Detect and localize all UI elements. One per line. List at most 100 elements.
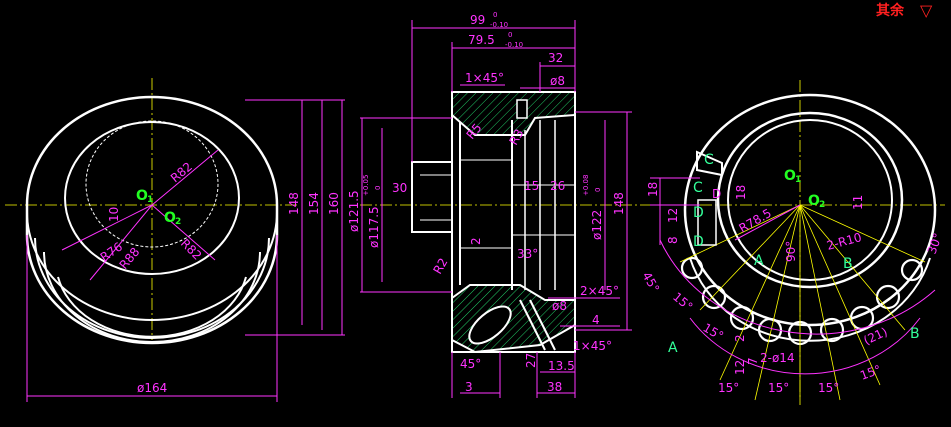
left-outer-arc-top	[25, 95, 279, 206]
right-view: C C D D D O 1 O 2 18 12 8 18 11 R78.5 2-…	[639, 80, 945, 405]
section-bottom-slot	[468, 305, 512, 345]
notch-d	[697, 199, 717, 246]
label-chamfer1: 1×45°	[573, 339, 612, 353]
label-d8-bottom: ø8	[552, 299, 567, 313]
label-18-left: 18	[646, 182, 660, 197]
label-12-left: 12	[666, 208, 680, 223]
label-90: 90°	[784, 241, 798, 262]
label-2-d14: 2-ø14	[760, 351, 795, 365]
angle-arc	[659, 239, 936, 335]
letter-d3: D	[712, 187, 721, 201]
label-99-upper: 0	[493, 11, 497, 19]
letter-c2: C	[693, 180, 703, 196]
section-bottom-bore	[519, 299, 546, 351]
label-7: 7	[746, 357, 760, 365]
label-d1215: ø121.5	[347, 190, 361, 232]
roughness-symbol: ▽	[920, 1, 933, 20]
label-27: 27	[524, 353, 538, 368]
right-origin-2: O	[808, 193, 820, 209]
label-angle45: 45°	[460, 357, 481, 371]
letter-a2: A	[754, 253, 764, 269]
section-top-oilhole	[516, 99, 528, 119]
left-band-3	[43, 251, 261, 343]
right-origin-2-sub: 2	[819, 200, 825, 210]
section-bottom-bore2	[529, 299, 556, 351]
label-offset-10: 10	[107, 207, 121, 222]
right-outer-circle	[683, 93, 937, 327]
left-origin-2: O	[164, 210, 176, 226]
notch-c	[696, 150, 723, 177]
right-bore-inner	[727, 119, 893, 281]
label-angle-15c: 15°	[718, 381, 739, 395]
roughness-note-text: 其余	[876, 2, 905, 19]
label-2-r10: 2-R10	[825, 230, 863, 253]
leader-r88	[89, 204, 153, 281]
pocket-6	[819, 317, 845, 343]
label-d1175-upper: +0.05	[362, 175, 370, 196]
left-bore-circle	[64, 121, 240, 275]
label-26: 26	[550, 179, 565, 193]
left-origin-2-sub: 2	[175, 217, 181, 227]
label-30: 30°	[925, 231, 945, 256]
leader-r785	[734, 204, 801, 241]
right-bore-outer	[716, 111, 904, 289]
label-13-5: 13.5	[548, 359, 575, 373]
label-angle-15a: 15°	[670, 290, 695, 314]
pocket-3	[729, 305, 755, 331]
label-79-5-upper: 0	[508, 31, 512, 39]
label-11: 11	[851, 195, 865, 210]
label-r785: R78.5	[737, 206, 774, 236]
label-angle33: 33°	[517, 247, 538, 261]
left-band-2	[34, 237, 270, 339]
label-r2: R2	[430, 256, 450, 277]
label-d164: ø164	[137, 381, 167, 395]
right-lower-band	[689, 257, 931, 342]
section-view: 99 0 -0.10 79.5 0 -0.10 32 1×45° ø8 R5 R…	[347, 11, 640, 398]
right-origin-1-sub: 1	[795, 175, 801, 185]
left-band-4	[57, 276, 247, 338]
label-2-inner: 2	[469, 237, 483, 245]
pocket-2	[701, 284, 727, 310]
letter-a1: A	[668, 340, 678, 356]
label-38: 38	[547, 380, 562, 394]
label-4: 4	[592, 313, 600, 327]
pocket-9	[900, 258, 924, 282]
label-d122-lower: 0	[594, 188, 602, 192]
label-160: 160	[327, 192, 341, 215]
label-15: 15	[524, 179, 539, 193]
left-hidden-circle	[85, 120, 219, 248]
label-angle-45: 45°	[639, 270, 662, 295]
letter-d2: D	[693, 234, 704, 250]
left-view: R82 R88 R76 R82 10 O 1 O 2 148 154 160 ø…	[5, 78, 345, 402]
label-angle-15b: 15°	[701, 320, 726, 343]
label-angle30: 30	[392, 181, 407, 195]
label-3: 3	[465, 380, 473, 394]
pocket-8	[875, 284, 901, 310]
label-99: 99	[470, 13, 485, 27]
pocket-1	[680, 256, 704, 280]
left-band-1	[26, 211, 278, 321]
angle-arc-2	[689, 317, 921, 375]
leader-r76	[61, 204, 153, 251]
letter-b2: B	[910, 326, 920, 342]
label-2-small: 2	[733, 334, 747, 342]
pocket-7	[849, 305, 875, 331]
right-radial-lines	[679, 204, 926, 405]
leader-r82-bottom	[151, 204, 216, 261]
letter-c1: C	[704, 152, 714, 168]
label-d122: ø122	[590, 210, 604, 240]
label-r3: R3	[506, 127, 526, 148]
label-chamfer2: 2×45°	[580, 284, 619, 298]
leader-r82-top	[151, 149, 219, 206]
pocket-4	[757, 317, 783, 343]
label-154: 154	[307, 192, 321, 215]
label-angle-15e: 15°	[818, 381, 839, 395]
section-boss	[411, 161, 453, 233]
letter-b1: B	[843, 256, 853, 272]
label-12: 12	[733, 360, 747, 375]
left-origin-1: O	[136, 188, 148, 204]
right-origin-1: O	[784, 168, 796, 184]
label-79-5-lower: -0.10	[505, 41, 523, 49]
